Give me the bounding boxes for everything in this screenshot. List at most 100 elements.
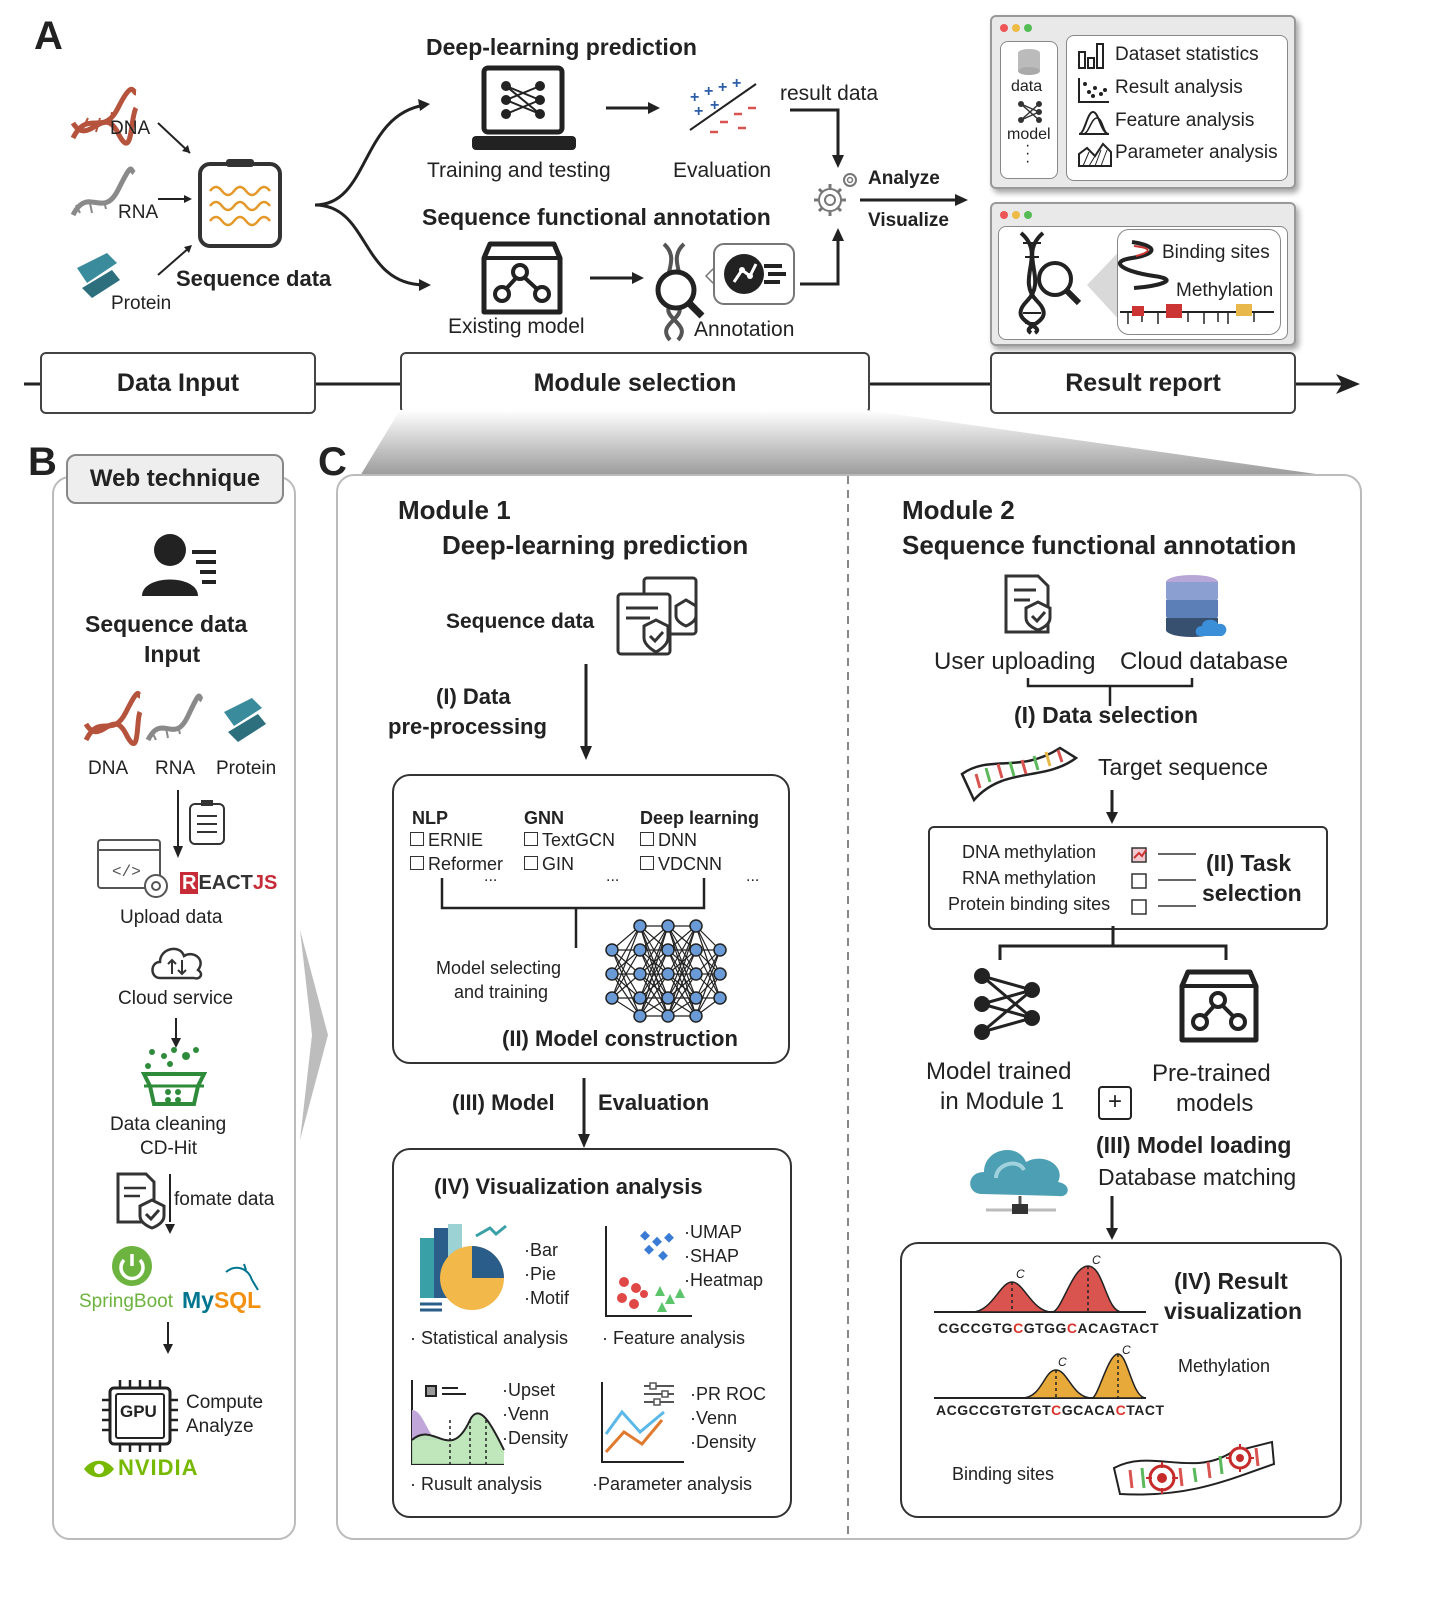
secure-docs-icon xyxy=(616,576,698,656)
gnn-item-textgcn[interactable]: TextGCN xyxy=(524,830,615,851)
textgcn-label: TextGCN xyxy=(542,830,616,850)
m2-step3-l2: Database matching xyxy=(1098,1164,1297,1190)
nlp-item-ernie[interactable]: ERNIE xyxy=(410,830,483,851)
nn-node xyxy=(633,919,647,933)
report-window-statistics: data model ··· Dataset statistics Result… xyxy=(990,15,1296,189)
neural-network-icon xyxy=(605,919,727,1023)
nn-node xyxy=(661,967,675,981)
vdcnn-label: VDCNN xyxy=(658,854,723,874)
seq2-part: GCACA xyxy=(1061,1402,1116,1418)
binding-sites-label: Binding sites xyxy=(1162,242,1270,263)
nn-edge xyxy=(611,925,641,999)
m2-step4-l1: (IV) Result xyxy=(1174,1268,1288,1294)
nn-node xyxy=(689,943,703,957)
checkbox[interactable] xyxy=(410,832,424,847)
result-visualization-box: C C CGCCGTGCGTGGCACAGTACT (IV) Result vi… xyxy=(900,1242,1342,1518)
svg-text:+: + xyxy=(732,75,741,92)
springboot-icon xyxy=(112,1246,152,1286)
gin-label: GIN xyxy=(542,854,575,874)
seq1-part: GTGG xyxy=(1023,1320,1067,1336)
checkbox[interactable] xyxy=(524,856,538,871)
helix-red-icon xyxy=(1117,240,1169,290)
m1-step1-l2: pre-processing xyxy=(388,714,547,739)
panel-a-letter: A xyxy=(34,14,63,58)
dna-label: DNA xyxy=(110,118,151,139)
window-close-dot xyxy=(1000,24,1008,32)
window-close-dot xyxy=(1000,211,1008,219)
nn-node xyxy=(633,991,647,1005)
nn-edge xyxy=(695,949,721,1017)
rna-label: RNA xyxy=(118,202,159,223)
mysql-sql: SQL xyxy=(213,1287,262,1313)
gpu-label: GPU xyxy=(120,1402,157,1421)
nn-edge xyxy=(639,949,669,1017)
nn-node xyxy=(713,943,727,957)
springboot-label: SpringBoot xyxy=(79,1291,174,1312)
cloud-service-label: Cloud service xyxy=(118,988,234,1009)
m1-step1-l1: (I) Data xyxy=(436,684,511,709)
result-item-density: ·Density xyxy=(502,1428,569,1448)
stage-data-input: Data Input xyxy=(40,352,316,414)
cd-hit-label: CD-Hit xyxy=(140,1138,197,1159)
statistical-analysis-label: · Statistical analysis xyxy=(410,1328,569,1348)
target-sequence-label: Target sequence xyxy=(1098,754,1269,780)
nlp-header: NLP xyxy=(412,808,448,828)
rna-strand-icon xyxy=(145,693,204,742)
methylation-label: Methylation xyxy=(1176,280,1274,301)
window-minimize-dot xyxy=(1012,211,1020,219)
data-select-bracket xyxy=(1026,678,1194,706)
nn-edge xyxy=(611,949,641,1017)
dl-item-dnn[interactable]: DNN xyxy=(640,830,697,851)
dl-item-vdcnn[interactable]: VDCNN xyxy=(640,854,722,875)
user-uploading-label: User uploading xyxy=(934,648,1096,675)
dl-header: Deep learning xyxy=(640,808,760,828)
data-cleaning-icon xyxy=(140,1047,208,1106)
parameter-lines-icon xyxy=(601,1382,684,1463)
methylation-peaks-1: C C xyxy=(934,1253,1146,1313)
nn-edge xyxy=(667,949,697,999)
nn-node xyxy=(661,991,675,1005)
mysql-logo: MySQL xyxy=(182,1287,261,1314)
input-arrows xyxy=(157,122,192,276)
sequence-clipboard-icon xyxy=(198,159,282,248)
panel-b-letter: B xyxy=(28,440,57,484)
m2-step2-l1: (II) Task xyxy=(1206,850,1292,876)
nlp-item-reformer[interactable]: Reformer xyxy=(410,854,503,875)
gnn-item-gin[interactable]: GIN xyxy=(524,854,574,875)
window-maximize-dot xyxy=(1024,211,1032,219)
arrow-to-evaluation xyxy=(606,102,660,114)
ernie-label: ERNIE xyxy=(428,830,484,850)
seq2-part: TACT xyxy=(1126,1402,1165,1418)
reactjs-r: R xyxy=(180,872,199,894)
ellipsis: ... xyxy=(746,868,760,885)
visualization-analysis-box: (IV) Visualization analysis ·Bar ·Pie ·M… xyxy=(392,1148,792,1518)
gnn-header: GNN xyxy=(524,808,564,828)
stat-item-bar: ·Bar xyxy=(524,1240,559,1260)
m1-flow-arrow-2 xyxy=(578,1078,590,1148)
nn-edge xyxy=(611,973,641,1017)
reformer-label: Reformer xyxy=(428,854,504,874)
nn-node xyxy=(713,967,727,981)
checkbox[interactable] xyxy=(524,832,538,847)
annotation-magnifier-icon xyxy=(655,242,795,342)
param-item-density: ·Density xyxy=(690,1432,757,1452)
b-dna-label: DNA xyxy=(88,758,129,779)
checkbox[interactable] xyxy=(410,856,424,871)
nn-node xyxy=(689,991,703,1005)
analyze-label: Analyze xyxy=(868,168,940,189)
model-network-icon xyxy=(1018,101,1042,123)
upload-doc-icon xyxy=(1004,574,1052,634)
task-checkboxes xyxy=(1131,847,1196,915)
gpu-chip-icon xyxy=(102,1380,178,1452)
analyze-arrow xyxy=(860,194,968,206)
m1-sequence-data-label: Sequence data xyxy=(446,610,595,633)
task-rna-methylation: RNA methylation xyxy=(962,868,1097,888)
evaluation-scatter-icon: ++++++ xyxy=(689,75,757,134)
checkbox[interactable] xyxy=(640,856,654,871)
nn-edge xyxy=(667,925,697,975)
checkbox[interactable] xyxy=(640,832,654,847)
mysql-dolphin-icon xyxy=(225,1263,259,1291)
feat-item-heatmap: ·Heatmap xyxy=(684,1270,764,1290)
window-maximize-dot xyxy=(1024,24,1032,32)
evaluation-label: Evaluation xyxy=(673,159,772,182)
